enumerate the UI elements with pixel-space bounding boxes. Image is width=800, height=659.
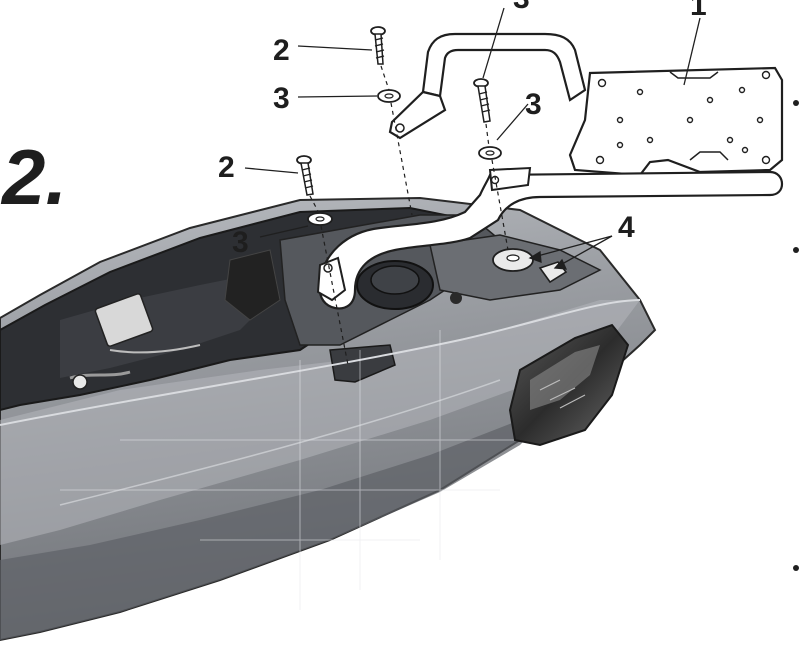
screw-upper [370, 26, 386, 65]
callout-screw-right: 3 [513, 0, 530, 15]
washer-lower [307, 212, 333, 226]
tail-light [508, 323, 630, 447]
callout-labels: 1 2 3 2 3 3 3 4 [218, 0, 707, 259]
callout-screw-upper: 2 [273, 34, 290, 67]
screw-lower [296, 155, 314, 196]
washer-right [478, 146, 502, 160]
screw-right [473, 78, 491, 123]
washer-upper [377, 89, 401, 103]
callout-rubber-spacers: 4 [618, 211, 635, 244]
rack-bracket [316, 32, 784, 310]
page-edge-bullets [793, 100, 799, 571]
step-number: 2. [2, 133, 68, 221]
callout-screw-lower: 2 [218, 151, 235, 184]
callout-washer-right: 3 [525, 88, 542, 121]
callout-leaders [244, 7, 701, 270]
assembly-axes [309, 65, 509, 366]
callout-washer-upper: 3 [273, 82, 290, 115]
callout-washer-lower: 3 [232, 226, 249, 259]
scooter-rear-body [0, 196, 657, 642]
callout-rack: 1 [690, 0, 707, 22]
